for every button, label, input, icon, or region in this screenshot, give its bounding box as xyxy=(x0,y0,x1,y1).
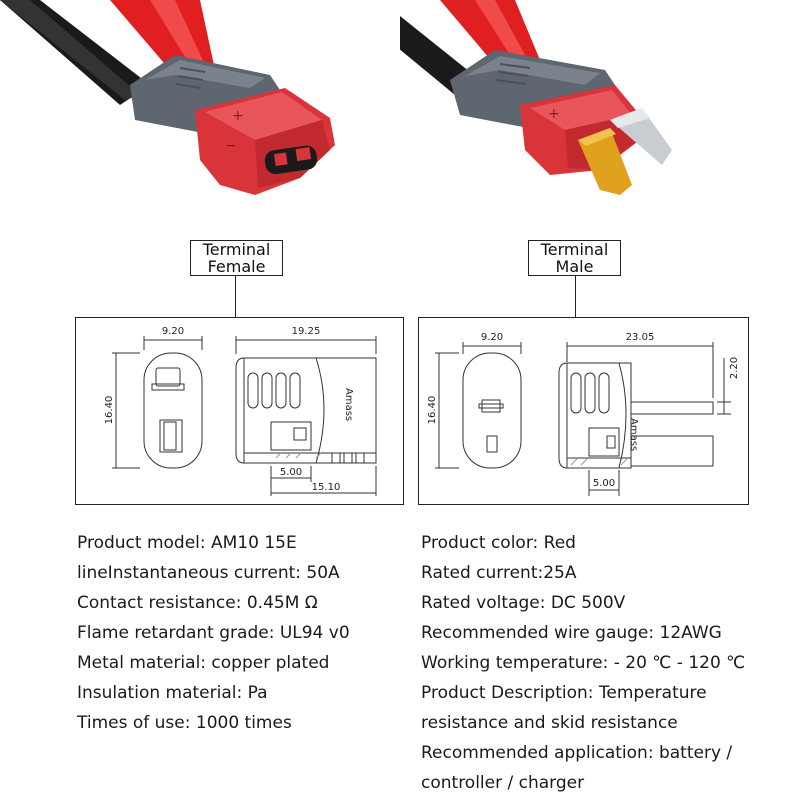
female-dim-height: 16.40 xyxy=(104,396,115,425)
svg-text:−: − xyxy=(225,138,237,154)
spec-right-item: resistance and skid resistance xyxy=(421,713,678,733)
male-dimension-drawing: 9.20 16.40 23.05 2.20 5.00 Amass xyxy=(418,317,749,505)
spec-right-item: Product color: Red xyxy=(421,533,576,553)
specs-right: Product color: Red Rated current:25A Rat… xyxy=(421,528,745,798)
spec-right-item: Rated current:25A xyxy=(421,563,577,583)
male-leader-line xyxy=(575,275,576,317)
male-dim-width: 9.20 xyxy=(481,332,503,343)
spec-left-item: Metal material: copper plated xyxy=(77,653,330,673)
female-dimension-drawing: 9.20 16.40 19.25 5.00 15.10 Amass xyxy=(75,317,404,505)
svg-text:+: + xyxy=(548,106,560,122)
spec-left-item: Product model: AM10 15E xyxy=(77,533,297,553)
female-dim-length: 19.25 xyxy=(292,326,321,337)
spec-left-item: Contact resistance: 0.45M Ω xyxy=(77,593,318,613)
spec-left-item: Flame retardant grade: UL94 v0 xyxy=(77,623,350,643)
female-dim-pin-offset: 5.00 xyxy=(280,467,302,478)
spec-right-item: Rated voltage: DC 500V xyxy=(421,593,626,613)
spec-right-item: Recommended wire gauge: 12AWG xyxy=(421,623,722,643)
spec-right-item: controller / charger xyxy=(421,773,585,793)
female-brand-mark: Amass xyxy=(343,388,354,421)
female-label: Terminal Female xyxy=(190,240,283,276)
spec-right-item: Recommended application: battery / xyxy=(421,743,733,763)
spec-right-item: Working temperature: - 20 ℃ - 120 ℃ xyxy=(421,653,746,673)
male-dim-pin-offset: 5.00 xyxy=(593,478,615,489)
specs-left: Product model: AM10 15E lineInstantaneou… xyxy=(77,528,350,738)
spec-left-item: Times of use: 1000 times xyxy=(77,713,292,733)
female-leader-line xyxy=(235,275,236,317)
spec-left-item: Insulation material: Pa xyxy=(77,683,268,703)
svg-text:+: + xyxy=(232,108,244,124)
female-dim-width: 9.20 xyxy=(162,326,184,337)
spec-left-item: lineInstantaneous current: 50A xyxy=(77,563,340,583)
female-label-line1: Terminal xyxy=(202,240,271,259)
male-dim-length: 23.05 xyxy=(626,332,655,343)
male-dim-height: 16.40 xyxy=(427,396,438,425)
male-dim-blade-thickness: 2.20 xyxy=(729,357,740,379)
male-brand-mark: Amass xyxy=(628,418,639,451)
female-connector-photo: + − xyxy=(0,0,335,195)
male-label: Terminal Male xyxy=(528,240,621,276)
male-connector-photo: + xyxy=(400,0,672,195)
male-label-line2: Male xyxy=(555,257,594,276)
female-label-line2: Female xyxy=(207,257,266,276)
female-dim-body-length: 15.10 xyxy=(312,482,341,493)
spec-right-item: Product Description: Temperature xyxy=(421,683,707,703)
male-label-line1: Terminal xyxy=(540,240,609,259)
